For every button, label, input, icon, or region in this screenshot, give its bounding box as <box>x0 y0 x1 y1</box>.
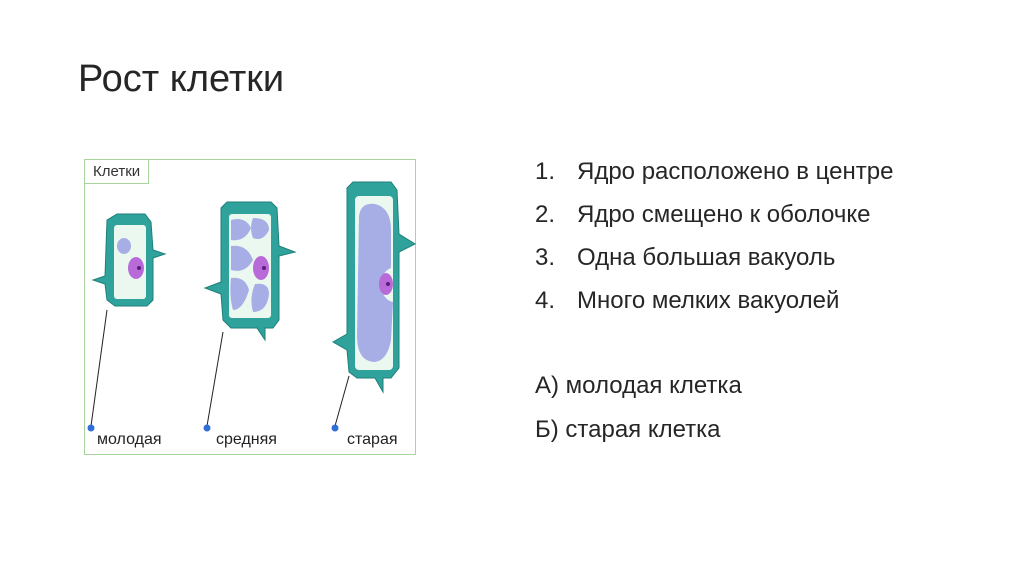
statements-list: 1. Ядро расположено в центре 2. Ядро смеще… <box>535 156 893 328</box>
statement-item: 1. Ядро расположено в центре <box>535 156 893 199</box>
old-pointer-dot <box>331 424 339 432</box>
old-central-vacuole <box>357 203 393 362</box>
statement-number: 1. <box>535 158 556 185</box>
middle-pointer-dot <box>203 424 211 432</box>
middle-nucleus <box>253 256 269 280</box>
caption-young: молодая <box>97 431 162 448</box>
middle-cell <box>203 201 297 432</box>
statement-item: 3. Одна большая вакуоль <box>535 242 893 285</box>
cell-growth-diagram <box>87 181 417 432</box>
slide-title: Рост клетки <box>78 58 285 100</box>
middle-nucleolus <box>262 266 266 270</box>
young-nucleolus <box>137 266 141 270</box>
young-pointer-dot <box>87 424 95 432</box>
caption-old: старая <box>347 431 398 448</box>
statement-text: Ядро расположено в центре <box>577 158 894 185</box>
old-cell <box>331 181 417 432</box>
statement-item: 2. Ядро смещено к оболочке <box>535 199 893 242</box>
statement-item: 4. Много мелких вакуолей <box>535 285 893 328</box>
answers-list: А) молодая клетка Б) старая клетка <box>535 370 742 458</box>
young-cell <box>87 213 167 432</box>
answer-item: Б) старая клетка <box>535 416 721 443</box>
statement-text: Одна большая вакуоль <box>577 244 836 271</box>
caption-middle: средняя <box>216 431 277 448</box>
answer-item: А) молодая клетка <box>535 372 742 399</box>
young-vacuole <box>117 238 131 254</box>
statement-number: 3. <box>535 244 556 271</box>
cell-growth-figure: Клетки молодая средняя старая <box>84 159 417 455</box>
statement-text: Ядро смещено к оболочке <box>577 201 871 228</box>
statement-number: 4. <box>535 287 556 314</box>
figure-label: Клетки <box>85 160 150 184</box>
statement-text: Много мелких вакуолей <box>577 287 840 314</box>
young-nucleus <box>128 257 144 279</box>
old-nucleolus <box>386 282 390 286</box>
statement-number: 2. <box>535 201 556 228</box>
